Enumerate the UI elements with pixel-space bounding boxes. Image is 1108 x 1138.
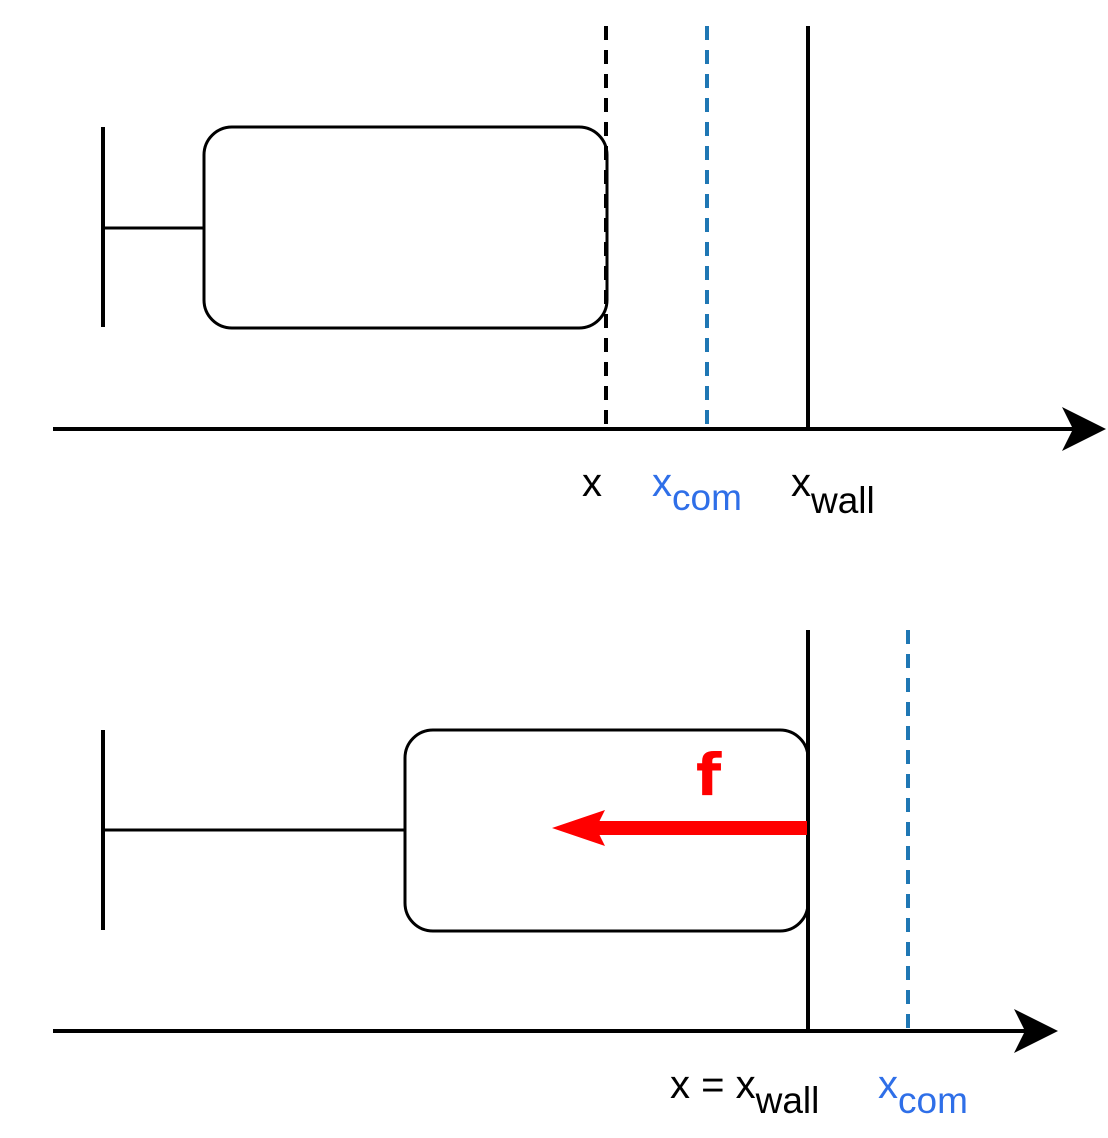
- top-label-xcom: xcom: [652, 461, 742, 518]
- bottom-label-xcom: xcom: [878, 1063, 968, 1121]
- force-arrow-head: [552, 810, 605, 846]
- bottom-label-x-equals-xwall: x = xwall: [670, 1063, 819, 1121]
- top-axis-arrowhead: [1062, 407, 1106, 451]
- top-label-x: x: [582, 461, 602, 505]
- top-block: [202, 125, 609, 330]
- force-label: f: [696, 741, 722, 809]
- top-panel: x xcom xwall: [53, 26, 1106, 521]
- bottom-panel: f x = xwall xcom: [53, 630, 1058, 1121]
- top-label-xwall: xwall: [791, 461, 875, 521]
- bottom-axis-arrowhead: [1014, 1009, 1058, 1053]
